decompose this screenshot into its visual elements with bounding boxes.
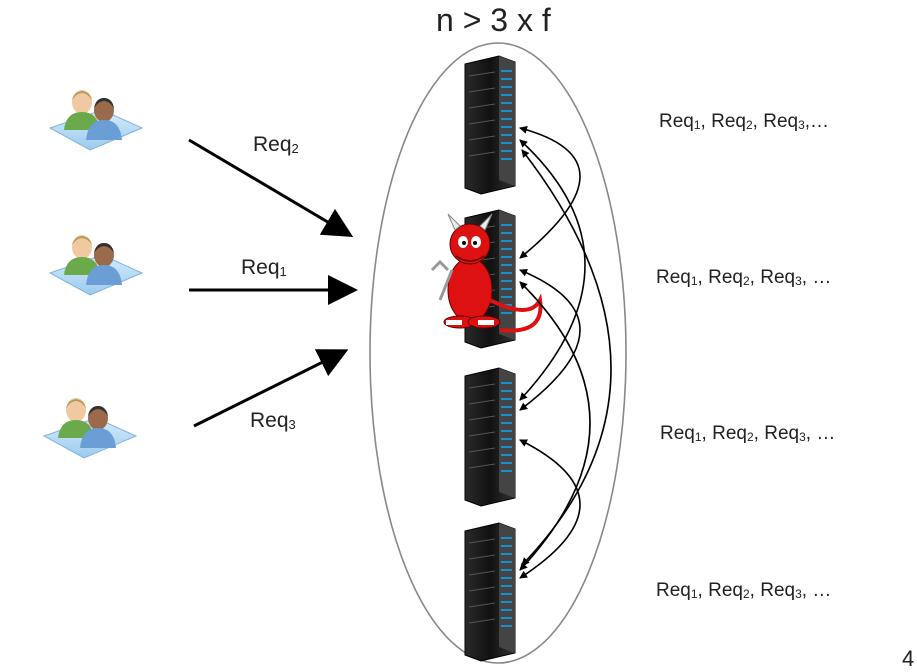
request-label: Req2 [253,133,299,156]
peer-arrow [519,125,581,259]
replica-queue: Req1, Req2, Req3, … [656,580,832,601]
page-number: 4 [902,646,915,671]
replica-queue: Req1, Req2, Req3, … [660,423,836,444]
replica-cluster-boundary [369,42,627,664]
client-users-icon [49,234,143,296]
replica-message-arrows [519,125,612,579]
peer-arrow [519,269,581,411]
request-label: Req3 [250,409,296,432]
server-rack-icon [464,55,516,195]
request-label: Req1 [241,256,287,279]
replica-queue: Req1, Req2, Req3, … [656,267,832,288]
request-arrow [193,349,349,428]
request-arrow [188,138,354,238]
client-users-icon [43,397,137,459]
client-users-icon [49,89,143,151]
replica-queue: Req1, Req2, Req3,… [659,111,830,132]
peer-arrow [519,139,586,401]
server-rack-icon [464,367,516,507]
peer-arrow [519,281,591,571]
peer-arrow [519,439,581,579]
diagram-title: n > 3 x f [436,2,551,38]
server-rack-icon [464,522,516,662]
